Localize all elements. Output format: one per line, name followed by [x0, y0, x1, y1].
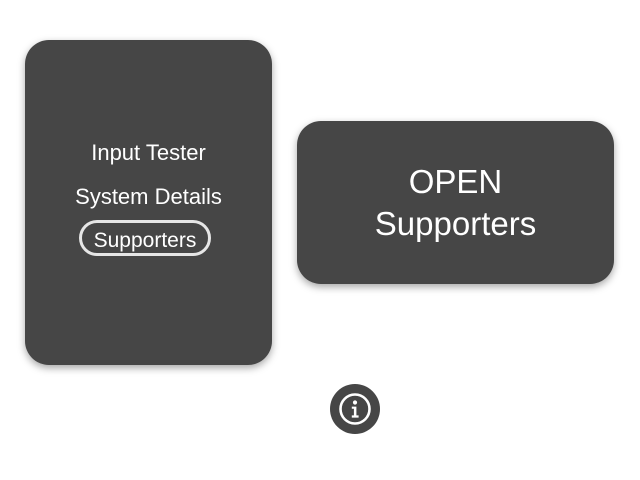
open-target-label: Supporters: [374, 204, 537, 242]
menu-item-input-tester[interactable]: Input Tester: [91, 140, 206, 165]
info-button[interactable]: [330, 384, 380, 434]
menu-item-supporters[interactable]: Supporters: [79, 220, 211, 256]
info-icon: [339, 393, 371, 425]
menu-item-system-details[interactable]: System Details: [75, 184, 222, 209]
open-supporters-button[interactable]: OPEN Supporters: [297, 121, 614, 284]
menu-panel: Input Tester System Details Supporters: [25, 40, 272, 365]
open-label: OPEN: [408, 162, 503, 200]
